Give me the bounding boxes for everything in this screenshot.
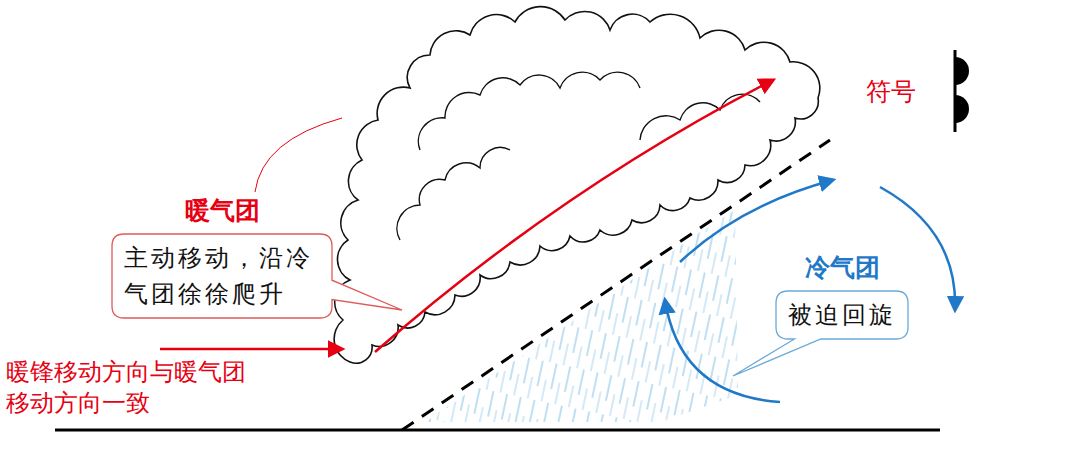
leader-line xyxy=(255,118,342,192)
callout-text: 主动移动，沿冷气团徐徐爬升 xyxy=(112,234,332,318)
cloud xyxy=(334,7,820,364)
callout-outline xyxy=(733,291,908,376)
cloud-detail xyxy=(397,148,510,240)
air-mass-callout: 暖气团主动移动，沿冷气团徐徐爬升 xyxy=(112,196,332,318)
air-mass-heading: 冷气团 xyxy=(776,253,908,283)
direction-note: 暖锋移动方向与暖气团移动方向一致 xyxy=(6,357,258,419)
warm-front-symbol xyxy=(955,50,969,132)
cloud-detail xyxy=(640,94,760,140)
cold-air-arrow xyxy=(680,180,833,262)
callout-outline xyxy=(112,234,402,318)
rain xyxy=(400,190,760,430)
air-mass-heading: 暖气团 xyxy=(112,196,332,226)
ground-line xyxy=(55,429,940,432)
cloud-outline xyxy=(334,7,820,364)
symbol-label: 符号 xyxy=(866,76,916,109)
cold-air-arrow xyxy=(665,300,780,402)
warm-air-arrow xyxy=(375,80,773,352)
front-surface xyxy=(402,140,830,430)
air-mass-callout: 冷气团被迫回旋 xyxy=(776,253,908,339)
callout-text: 被迫回旋 xyxy=(776,291,908,339)
cloud-detail xyxy=(418,72,640,150)
front-direction-arrow xyxy=(160,348,342,351)
cold-air-arrow xyxy=(880,187,955,310)
